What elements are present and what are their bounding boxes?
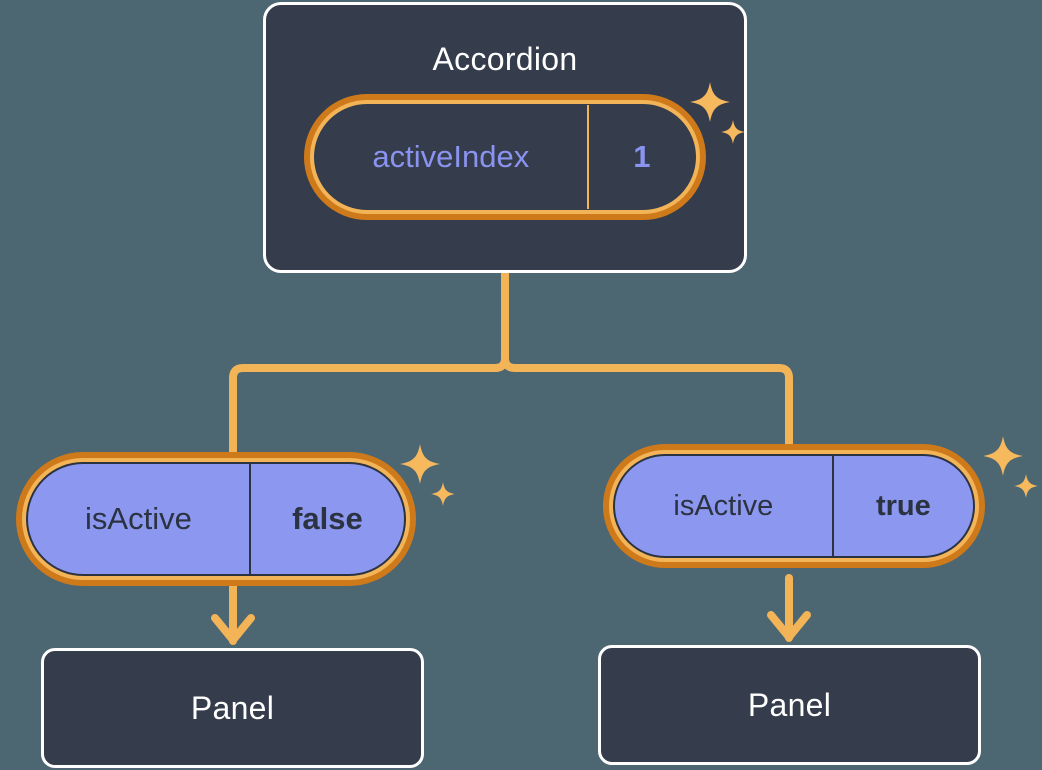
state-pill-activeindex-wrapper[interactable]: activeIndex 1: [304, 94, 706, 220]
state-pill-activeindex[interactable]: activeIndex 1: [304, 94, 706, 220]
prop-key-isactive-right: isActive: [673, 489, 774, 522]
prop-pill-isactive-true-wrapper[interactable]: isActive true: [603, 444, 985, 568]
state-key-activeindex: activeIndex: [372, 139, 530, 174]
component-title-accordion: Accordion: [432, 41, 578, 77]
component-title-panel-left: Panel: [190, 690, 275, 726]
prop-pill-isactive-false[interactable]: isActive false: [16, 452, 416, 586]
sparkle-small-icon: [431, 482, 455, 506]
prop-value-isactive-right: true: [831, 456, 973, 556]
state-value-activeindex: 1: [586, 105, 695, 209]
component-title-panel-right: Panel: [747, 687, 832, 723]
prop-pill-isactive-false-wrapper[interactable]: isActive false: [16, 452, 416, 586]
arrow-right-head: [767, 611, 811, 641]
component-box-panel-right[interactable]: Panel: [598, 645, 981, 765]
prop-value-isactive-left: false: [248, 464, 404, 574]
sparkle-small-icon: [1014, 474, 1038, 498]
connector-elbow-right: [501, 354, 793, 452]
prop-pill-isactive-true[interactable]: isActive true: [603, 444, 985, 568]
component-box-panel-left[interactable]: Panel: [41, 648, 424, 768]
prop-key-isactive-left: isActive: [85, 501, 192, 536]
sparkle-large-icon: [983, 436, 1023, 476]
sparkle-group-right: [978, 434, 1042, 513]
connector-elbow-left: [229, 354, 509, 459]
arrow-left-head: [211, 614, 255, 644]
